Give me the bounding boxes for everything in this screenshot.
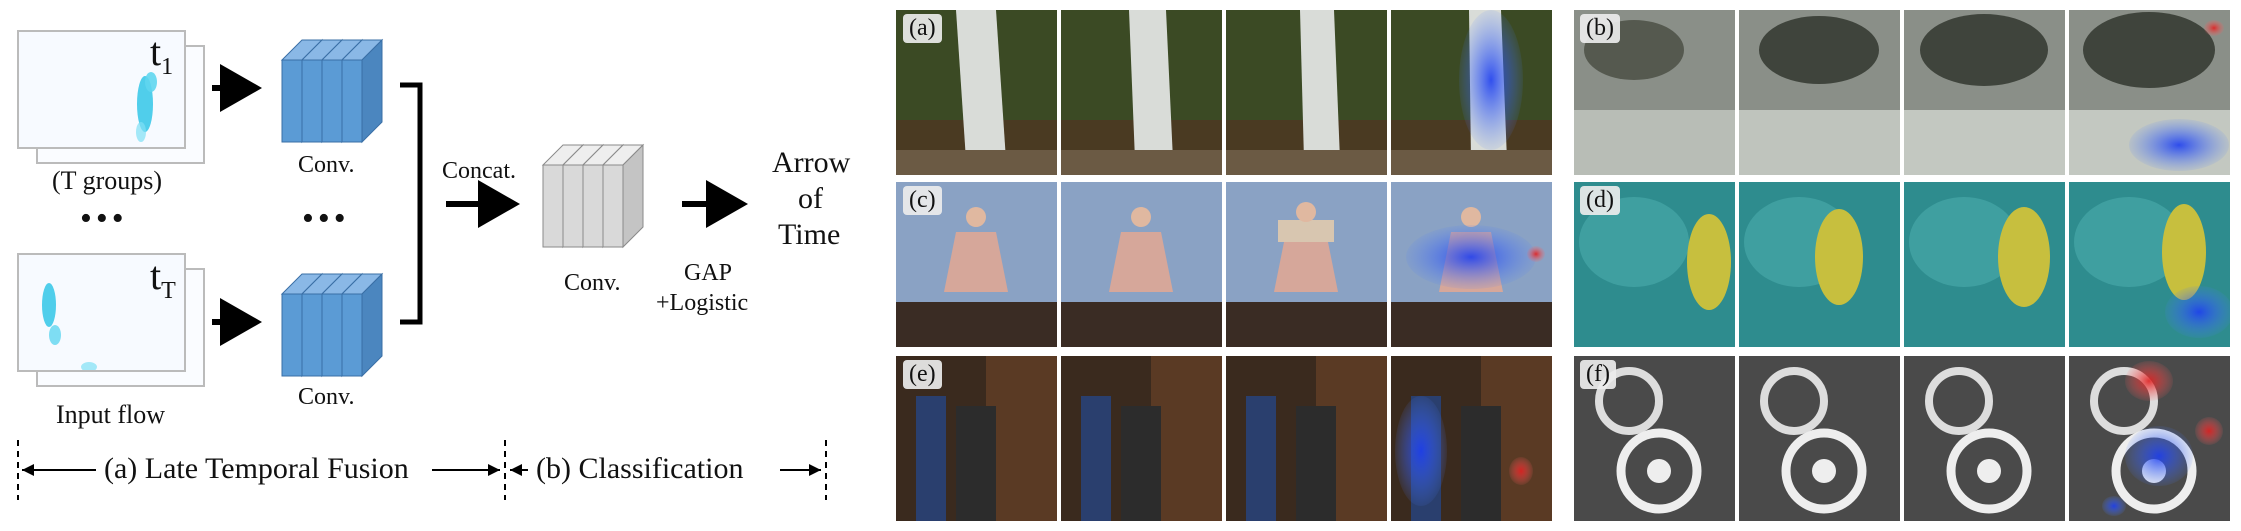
architecture-diagram: t1 (T groups) ••• tT Input flow bbox=[0, 0, 880, 531]
ellipsis-left: ••• bbox=[80, 200, 128, 237]
example-f-label: (f) bbox=[1580, 360, 1616, 389]
gap-label-line1: GAP bbox=[684, 260, 733, 286]
stage-b-label: (b) Classification bbox=[536, 452, 744, 485]
conv-block-top bbox=[280, 38, 384, 144]
input-flow-label: Input flow bbox=[56, 400, 166, 429]
example-c-label: (c) bbox=[903, 186, 942, 215]
concat-label: Concat. bbox=[442, 158, 516, 184]
tT-label: tT bbox=[150, 253, 176, 304]
flow-visualization-bottom bbox=[42, 283, 97, 372]
example-e-label: (e) bbox=[903, 360, 942, 389]
diagram-connectors bbox=[17, 38, 827, 500]
ellipsis-conv: ••• bbox=[302, 200, 350, 237]
concat-bracket bbox=[400, 82, 423, 325]
output-line3: Time bbox=[778, 218, 841, 251]
example-b-label: (b) bbox=[1580, 14, 1620, 43]
gap-label-line2: +Logistic bbox=[656, 290, 749, 316]
flow-frame-top-front bbox=[17, 30, 186, 149]
conv-block-middle bbox=[541, 143, 645, 249]
output-line1: Arrow bbox=[772, 146, 851, 179]
t1-label: t1 bbox=[150, 29, 174, 80]
example-a-label: (a) bbox=[903, 14, 942, 43]
example-d-label: (d) bbox=[1580, 186, 1620, 215]
flow-visualization-top bbox=[136, 72, 157, 142]
t-groups-label: (T groups) bbox=[52, 166, 163, 195]
conv-mid-label: Conv. bbox=[564, 270, 621, 296]
conv-bottom-label: Conv. bbox=[298, 384, 355, 410]
stage-a-label: (a) Late Temporal Fusion bbox=[104, 452, 409, 485]
flow-frame-bottom-front bbox=[17, 253, 186, 372]
conv-block-bottom bbox=[280, 272, 384, 378]
output-line2: of bbox=[798, 182, 823, 215]
conv-top-label: Conv. bbox=[298, 152, 355, 178]
